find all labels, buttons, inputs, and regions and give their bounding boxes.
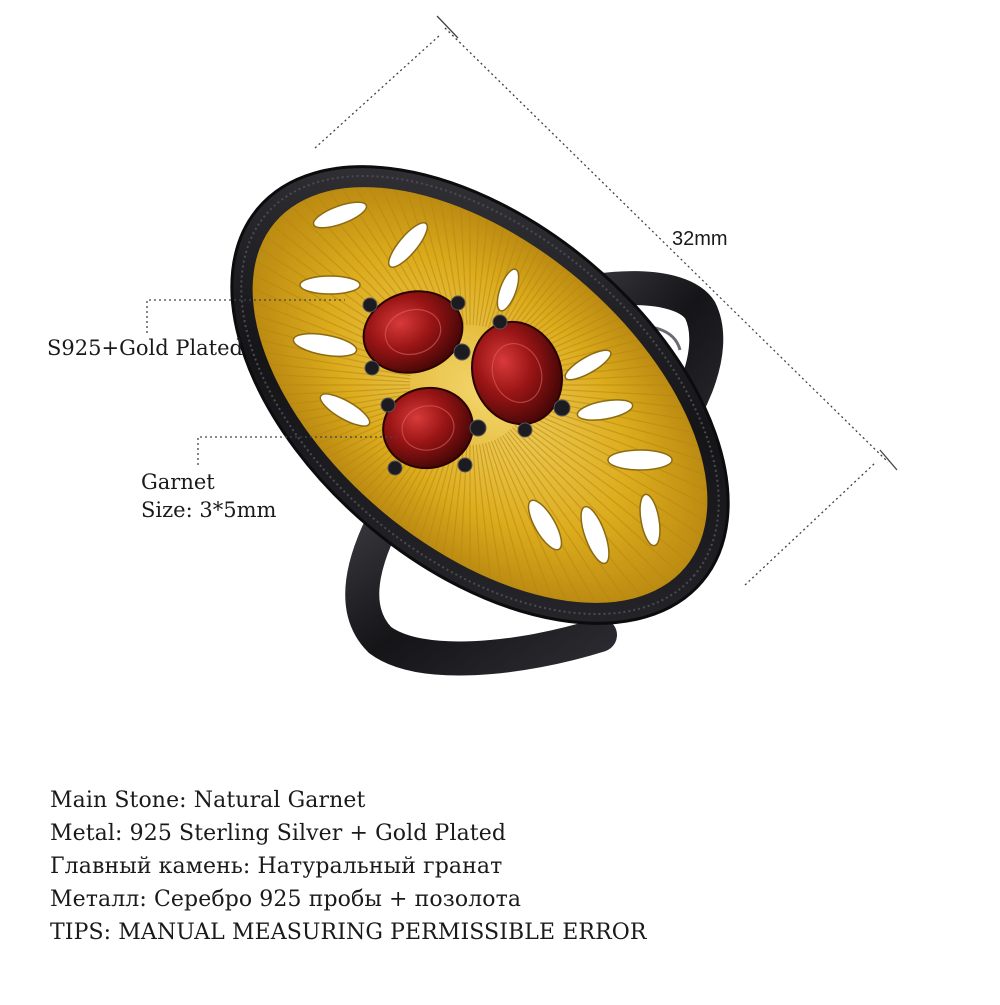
spec-metal-ru: Металл: Серебро 925 пробы + позолота — [50, 887, 522, 912]
garnet-stone — [470, 320, 564, 426]
callout-lines — [146, 299, 400, 465]
metal-callout: S925+Gold Plated — [47, 336, 243, 360]
spec-main-stone-ru: Главный камень: Натуральный гранат — [50, 854, 503, 879]
garnet-stones — [362, 290, 571, 476]
garnet-stone — [382, 386, 474, 470]
stone-prongs — [362, 295, 571, 476]
brushed-ray — [364, 106, 453, 329]
spec-tips: TIPS: MANUAL MEASURING PERMISSIBLE ERROR — [50, 920, 647, 945]
spec-metal: Metal: 925 Sterling Silver + Gold Plated — [50, 821, 507, 846]
spec-main-stone: Main Stone: Natural Garnet — [50, 788, 366, 813]
dimension-label: 32mm — [672, 228, 728, 250]
garnet-stone — [362, 290, 464, 374]
spec-list: Main Stone: Natural Garnet Metal: 925 St… — [50, 784, 647, 949]
plate-cutouts — [292, 201, 673, 565]
dimension-line — [314, 15, 898, 586]
stone-callout-name: Garnet — [141, 470, 215, 494]
stone-callout-size: Size: 3*5mm — [141, 498, 277, 522]
